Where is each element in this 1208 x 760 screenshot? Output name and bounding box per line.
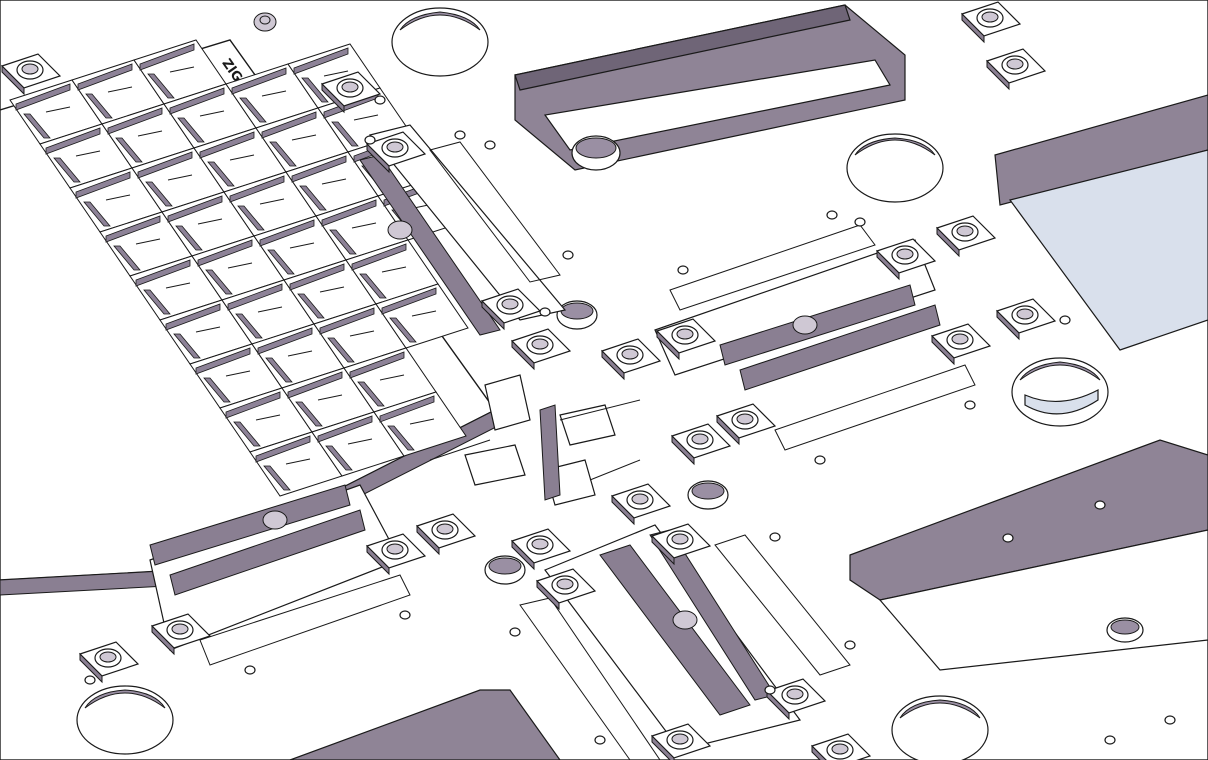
locating-pin	[399, 610, 411, 620]
tray-cell	[99, 211, 193, 277]
tray-cell	[9, 79, 103, 145]
locating-pin	[1164, 715, 1176, 725]
locating-pin	[1059, 315, 1071, 325]
tray-cell	[191, 235, 285, 301]
mount-block	[610, 483, 672, 526]
pocket-top-center	[514, 4, 906, 171]
tray-cell	[101, 103, 195, 169]
locating-pin	[814, 455, 826, 465]
locating-pin	[1094, 500, 1106, 510]
locating-pin	[539, 307, 551, 317]
mounting-blocks	[0, 1, 1057, 760]
hole-bottom-left	[76, 685, 174, 755]
locating-pin	[854, 217, 866, 227]
mount-block	[320, 71, 382, 114]
mount-block	[535, 568, 597, 611]
mount-block	[365, 131, 427, 174]
tray-cell	[133, 39, 227, 105]
tray-cell	[225, 63, 319, 129]
locating-pin	[454, 130, 466, 140]
pocket-right	[994, 94, 1208, 351]
mount-block	[650, 523, 712, 566]
locating-pin	[769, 532, 781, 542]
clamp-rail-left-top	[359, 124, 567, 336]
clamp-rail-center-right	[654, 224, 976, 451]
tray-cell	[221, 279, 315, 345]
mount-block	[78, 641, 140, 684]
locating-pin	[244, 665, 256, 675]
mount-block	[510, 328, 572, 371]
tray-cell	[311, 411, 405, 477]
mount-block	[600, 338, 662, 381]
locating-pin	[1104, 735, 1116, 745]
tray-cell	[375, 283, 469, 349]
tray-cell	[219, 387, 313, 453]
mount-block	[670, 423, 732, 466]
tray-cell	[255, 107, 349, 173]
mount-block	[365, 533, 427, 576]
mount-block	[930, 323, 992, 366]
mount-block	[480, 288, 542, 331]
mount-block	[715, 403, 777, 446]
pocket-bottom-center	[289, 689, 561, 760]
mount-block	[875, 238, 937, 281]
hole-top-1	[391, 7, 489, 77]
tray-cell	[285, 151, 379, 217]
small-holes	[484, 135, 1144, 643]
mount-block	[765, 678, 827, 721]
locating-pin	[364, 135, 376, 145]
screw-top	[253, 12, 277, 32]
mount-block	[810, 733, 872, 760]
tray: ZlG	[0, 39, 501, 596]
mount-block	[510, 528, 572, 571]
locating-pins	[84, 95, 1176, 745]
tray-cell	[131, 147, 225, 213]
tray-grid	[9, 39, 471, 497]
mount-block	[650, 723, 712, 760]
locating-pin	[509, 627, 521, 637]
locating-pin	[1002, 533, 1014, 543]
mount-block	[985, 48, 1047, 91]
mount-block	[415, 513, 477, 556]
hole-right-2	[1011, 357, 1109, 427]
hole-right-1	[846, 133, 944, 203]
mount-block	[960, 1, 1022, 44]
clamp-rail-bottom-center	[519, 524, 851, 760]
locating-pin	[84, 675, 96, 685]
tray-cell	[249, 431, 343, 497]
mount-block	[995, 298, 1057, 341]
tray-cell	[129, 255, 223, 321]
locating-pin	[677, 265, 689, 275]
tray-cell	[189, 343, 283, 409]
mount-block	[935, 215, 997, 258]
tray-cell	[373, 391, 467, 457]
center-junction	[429, 374, 641, 506]
locating-pin	[964, 400, 976, 410]
tray-cell	[223, 171, 317, 237]
tray-cell	[343, 347, 437, 413]
tray-cell	[71, 59, 165, 125]
locating-pin	[826, 210, 838, 220]
locating-pin	[562, 250, 574, 260]
tray-cell	[345, 239, 439, 305]
tray-cell	[253, 215, 347, 281]
locating-pin	[764, 685, 776, 695]
tray-cell	[69, 167, 163, 233]
locating-pin	[484, 140, 496, 150]
mount-block	[0, 53, 62, 96]
tray-cell	[315, 195, 409, 261]
mount-block	[655, 318, 717, 361]
tray-cell	[163, 83, 257, 149]
hole-bottom-right	[891, 695, 989, 760]
locating-pin	[594, 735, 606, 745]
tray-cell	[39, 123, 133, 189]
locating-pin	[374, 95, 386, 105]
tray-cell	[281, 367, 375, 433]
tray-cell	[251, 323, 345, 389]
mount-block	[150, 613, 212, 656]
locating-pin	[844, 640, 856, 650]
tray-cell	[161, 191, 255, 257]
tray-cell	[313, 303, 407, 369]
